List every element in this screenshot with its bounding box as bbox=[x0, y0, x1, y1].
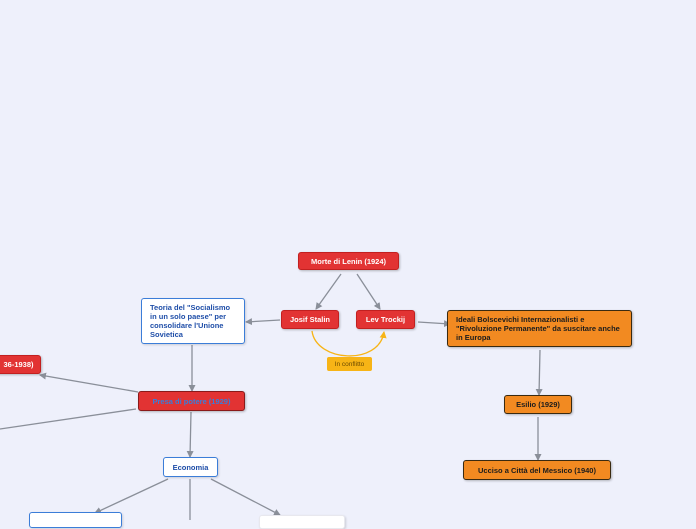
edge-ideali-esilio bbox=[535, 349, 543, 396]
node-teoria[interactable]: Teoria del "Socialismo in un solo paese"… bbox=[141, 298, 245, 344]
node-label: Esilio (1929) bbox=[516, 400, 560, 409]
node-presa-potere[interactable]: Presa di potere (1929) bbox=[138, 391, 245, 411]
node-ideali[interactable]: Ideali Bolscevichi Internazionalisti e "… bbox=[447, 310, 632, 347]
node-label: Teoria del "Socialismo in un solo paese"… bbox=[150, 303, 231, 339]
edge-lenin-stalin bbox=[315, 273, 342, 310]
node-stalin[interactable]: Josif Stalin bbox=[281, 310, 339, 329]
node-economia-child-right[interactable] bbox=[259, 515, 345, 529]
edge-trockij-ideali bbox=[417, 320, 451, 328]
node-label: Lev Trockij bbox=[365, 315, 406, 324]
node-label: 36-1938) bbox=[3, 360, 34, 369]
node-economia[interactable]: Economia bbox=[163, 457, 218, 477]
edge-lenin-trockij bbox=[356, 273, 381, 310]
node-label: Economia bbox=[172, 462, 209, 472]
edge-presa-economia bbox=[186, 411, 194, 458]
edge-conflict bbox=[311, 330, 387, 357]
node-label: Ideali Bolscevichi Internazionalisti e "… bbox=[456, 315, 620, 342]
node-trockij[interactable]: Lev Trockij bbox=[356, 310, 415, 329]
node-label: Ucciso a Città del Messico (1940) bbox=[478, 465, 596, 475]
node-esilio[interactable]: Esilio (1929) bbox=[504, 395, 572, 414]
edge-economia-right bbox=[210, 478, 281, 516]
node-morte-lenin[interactable]: Morte di Lenin (1924) bbox=[298, 252, 399, 270]
conflict-label: In conflitto bbox=[327, 357, 372, 371]
node-ucciso[interactable]: Ucciso a Città del Messico (1940) bbox=[463, 460, 611, 480]
node-label: Morte di Lenin (1924) bbox=[310, 256, 386, 266]
node-label: Presa di potere (1929) bbox=[152, 396, 231, 406]
node-economia-child-left[interactable] bbox=[29, 512, 122, 528]
conflict-label-text: In conflitto bbox=[334, 360, 365, 368]
edge-economia-left bbox=[94, 478, 169, 514]
edge-stalin-teoria bbox=[245, 318, 281, 326]
edge-presa-offscreen bbox=[0, 408, 137, 430]
edge-presa-purghe bbox=[39, 372, 139, 393]
node-purghe-partial[interactable]: 36-1938) bbox=[0, 355, 41, 374]
node-label: Josif Stalin bbox=[289, 315, 330, 324]
